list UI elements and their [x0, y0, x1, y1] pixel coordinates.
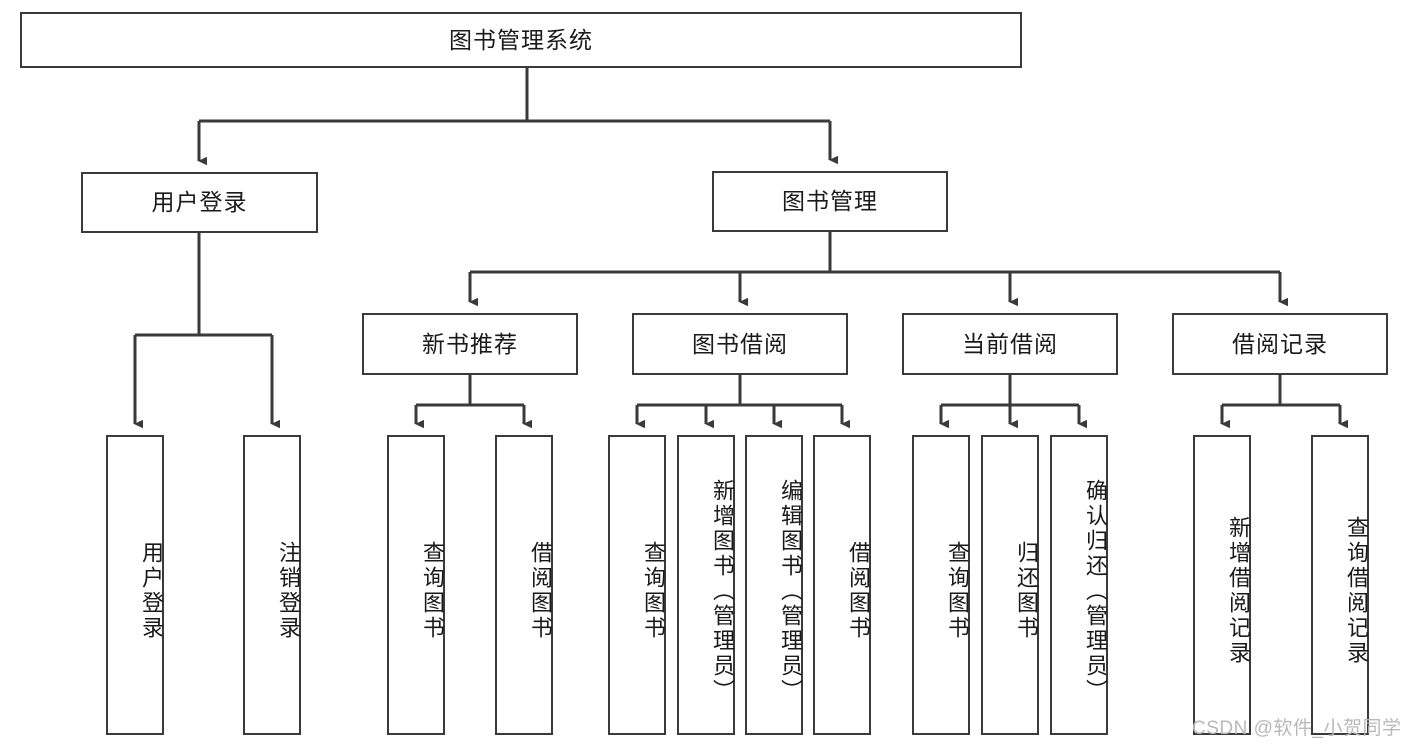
leaf-edit-book-admin[interactable]: 编辑图书（管理员）: [745, 435, 803, 735]
node-label: 图书管理系统: [449, 26, 593, 53]
node-borrow-record[interactable]: 借阅记录: [1172, 313, 1388, 375]
node-new-book-recommend[interactable]: 新书推荐: [362, 313, 578, 375]
node-label: 归还图书: [1014, 541, 1039, 641]
leaf-query-book-current[interactable]: 查询图书: [912, 435, 970, 735]
leaf-add-book-admin[interactable]: 新增图书（管理员）: [677, 435, 735, 735]
leaf-logout[interactable]: 注销登录: [243, 435, 301, 735]
node-label: 借阅记录: [1232, 330, 1328, 357]
node-book-borrow[interactable]: 图书借阅: [632, 313, 848, 375]
node-label: 图书借阅: [692, 330, 788, 357]
node-label: 当前借阅: [962, 330, 1058, 357]
node-label: 编辑图书（管理员）: [778, 478, 803, 704]
node-label: 新书推荐: [422, 330, 518, 357]
node-label: 新增借阅记录: [1226, 516, 1251, 666]
node-label: 图书管理: [782, 188, 878, 214]
node-current-borrow[interactable]: 当前借阅: [902, 313, 1118, 375]
node-label: 查询图书: [641, 541, 666, 641]
node-label: 查询图书: [420, 541, 445, 641]
leaf-borrow-book[interactable]: 借阅图书: [813, 435, 871, 735]
node-book-management[interactable]: 图书管理: [712, 171, 948, 232]
leaf-user-login[interactable]: 用户登录: [106, 435, 164, 735]
node-label: 借阅图书: [528, 541, 553, 641]
node-user-login[interactable]: 用户登录: [81, 172, 318, 233]
leaf-query-book-newbook[interactable]: 查询图书: [387, 435, 445, 735]
node-label: 注销登录: [276, 541, 301, 641]
node-label: 新增图书（管理员）: [710, 478, 735, 704]
node-root-book-management-system[interactable]: 图书管理系统: [20, 12, 1022, 68]
leaf-add-borrow-record[interactable]: 新增借阅记录: [1193, 435, 1251, 735]
leaf-query-book-borrow[interactable]: 查询图书: [608, 435, 666, 735]
node-label: 查询图书: [945, 541, 970, 641]
csdn-watermark: CSDN @软件_小贺同学: [1192, 718, 1402, 739]
node-label: 确认归还（管理员）: [1083, 478, 1108, 704]
leaf-borrow-book-newbook[interactable]: 借阅图书: [495, 435, 553, 735]
leaf-confirm-return-admin[interactable]: 确认归还（管理员）: [1050, 435, 1108, 735]
node-label: 用户登录: [139, 541, 164, 641]
node-label: 用户登录: [151, 189, 248, 215]
node-label: 借阅图书: [846, 541, 871, 641]
leaf-query-borrow-record[interactable]: 查询借阅记录: [1311, 435, 1369, 735]
leaf-return-book[interactable]: 归还图书: [981, 435, 1039, 735]
node-label: 查询借阅记录: [1344, 516, 1369, 666]
